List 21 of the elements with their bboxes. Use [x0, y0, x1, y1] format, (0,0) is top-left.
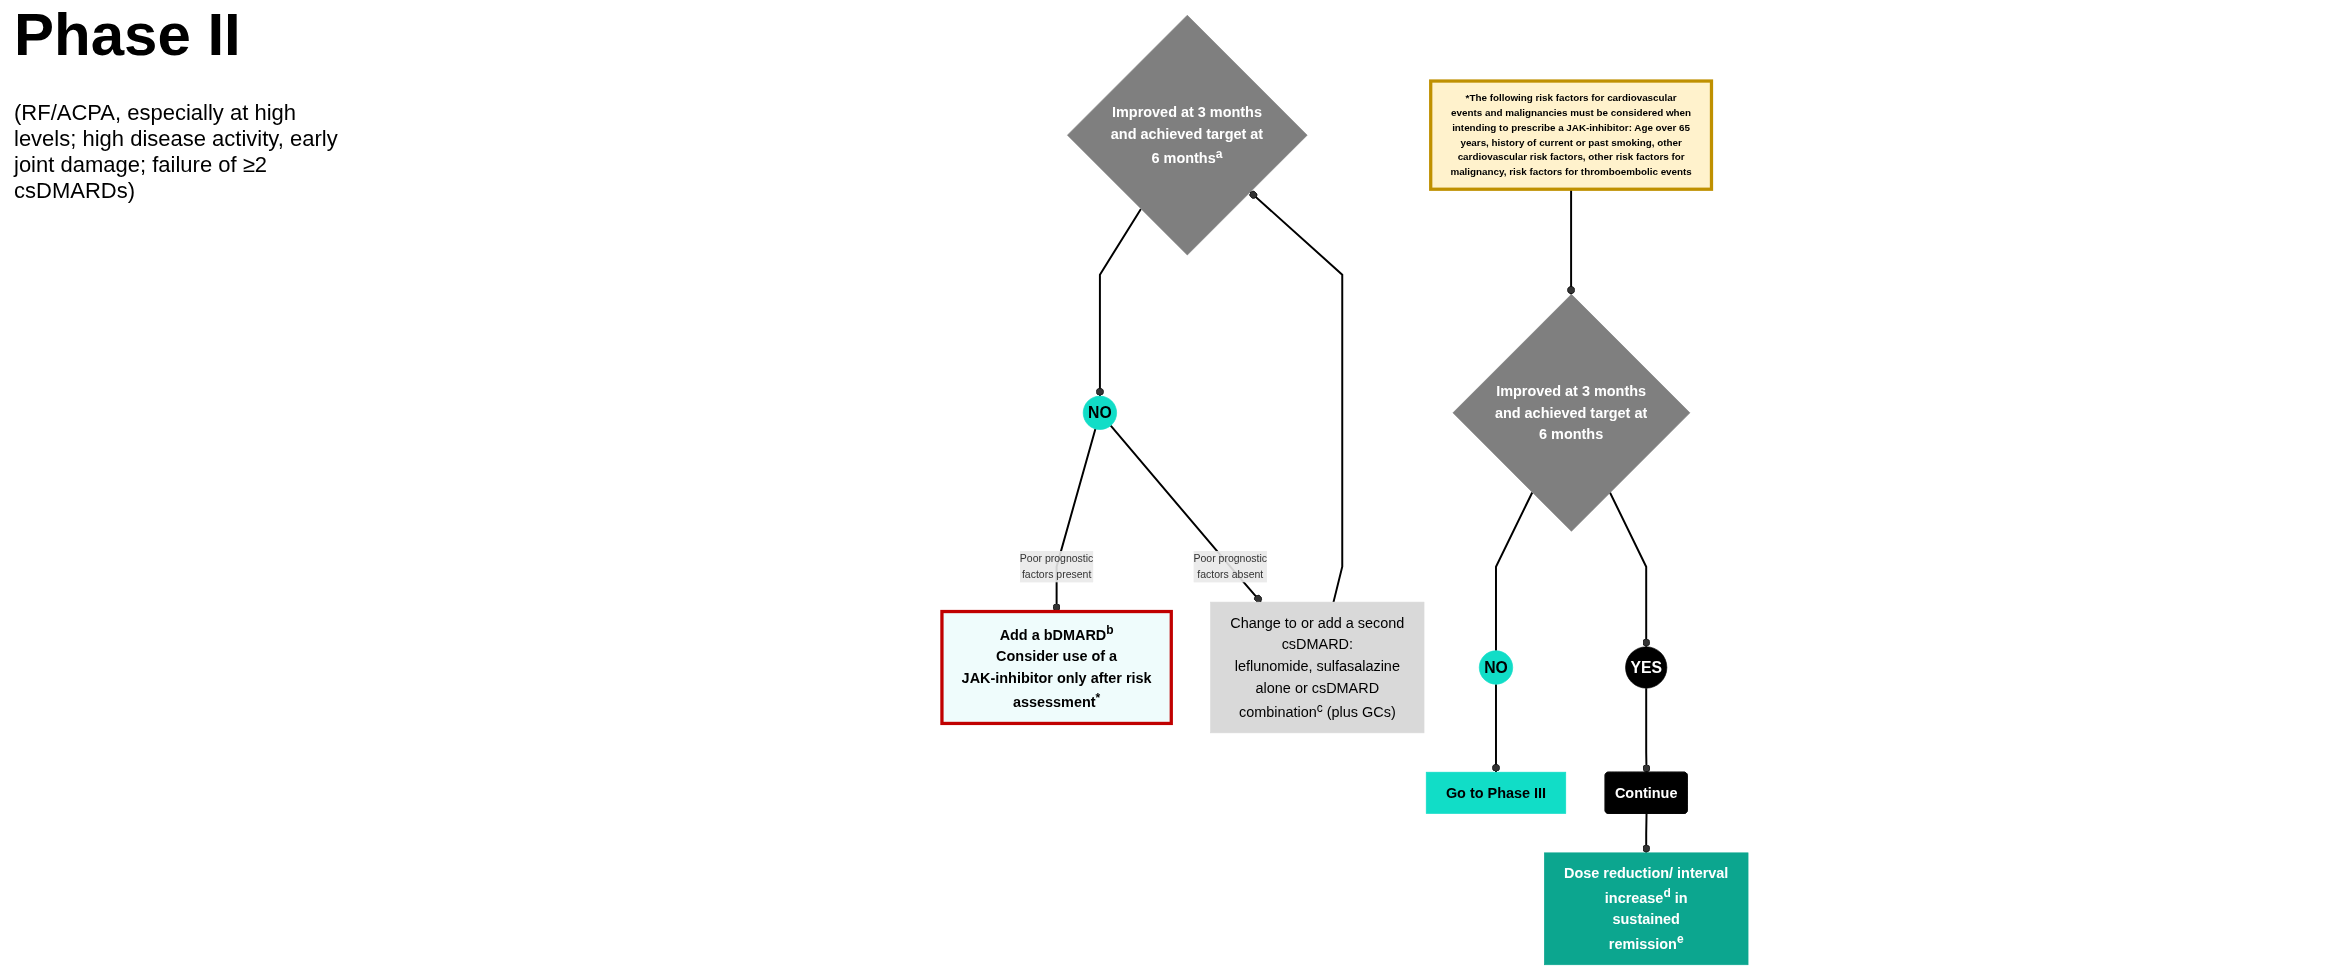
node-circle: YES — [1625, 646, 1668, 689]
connector — [1492, 683, 1500, 774]
node-diamond: Improved at 3 months and achieved target at 6 months — [1452, 294, 1691, 532]
node-circle: NO — [1082, 395, 1117, 430]
node-box: Change to or add a second csDMARD: leflunomide, sulfasalazine alone or csDMARD combination$^{c}$ (plus GCs) — [1210, 601, 1425, 734]
edge-label: Poor prognostic factors absent — [1193, 552, 1268, 580]
connector — [1608, 491, 1651, 648]
connector — [1095, 208, 1142, 398]
node-circle: NO — [1478, 650, 1514, 685]
node-box: Dose reduction/ interval increase$^{d}$ in sustained remission$^{e}$ — [1544, 852, 1749, 966]
node-diamond: Improved at 3 months and achieved target at 6 months$^{a}$ — [1067, 14, 1308, 256]
connector — [1249, 190, 1344, 604]
node-box: Go to Phase III — [1425, 771, 1567, 814]
node-box: *The following risk factors for cardiovascular events and malignancies must be considered when intending to prescribe a JAK-inhibitor: Age over 65 years, history of current or past smoking, other cardiovascular risk factors, other risk factors for malignancy, risk factors for thromboembolic events — [1429, 79, 1714, 191]
connector — [1642, 687, 1651, 774]
connector — [1642, 812, 1651, 854]
title: Phase II — [14, 0, 241, 69]
connector — [1495, 491, 1534, 652]
note-text: (RF/ACPA, especially at high levels; high disease activity, early joint damage; failure of ≥2 csDMARDs) — [14, 100, 339, 204]
node-box: Add a bDMARD$^{b}$ Consider use of a JAK-inhibitor only after risk assessment$^{*}$ — [940, 609, 1173, 726]
edge-label: Poor prognostic factors present — [1019, 552, 1094, 580]
